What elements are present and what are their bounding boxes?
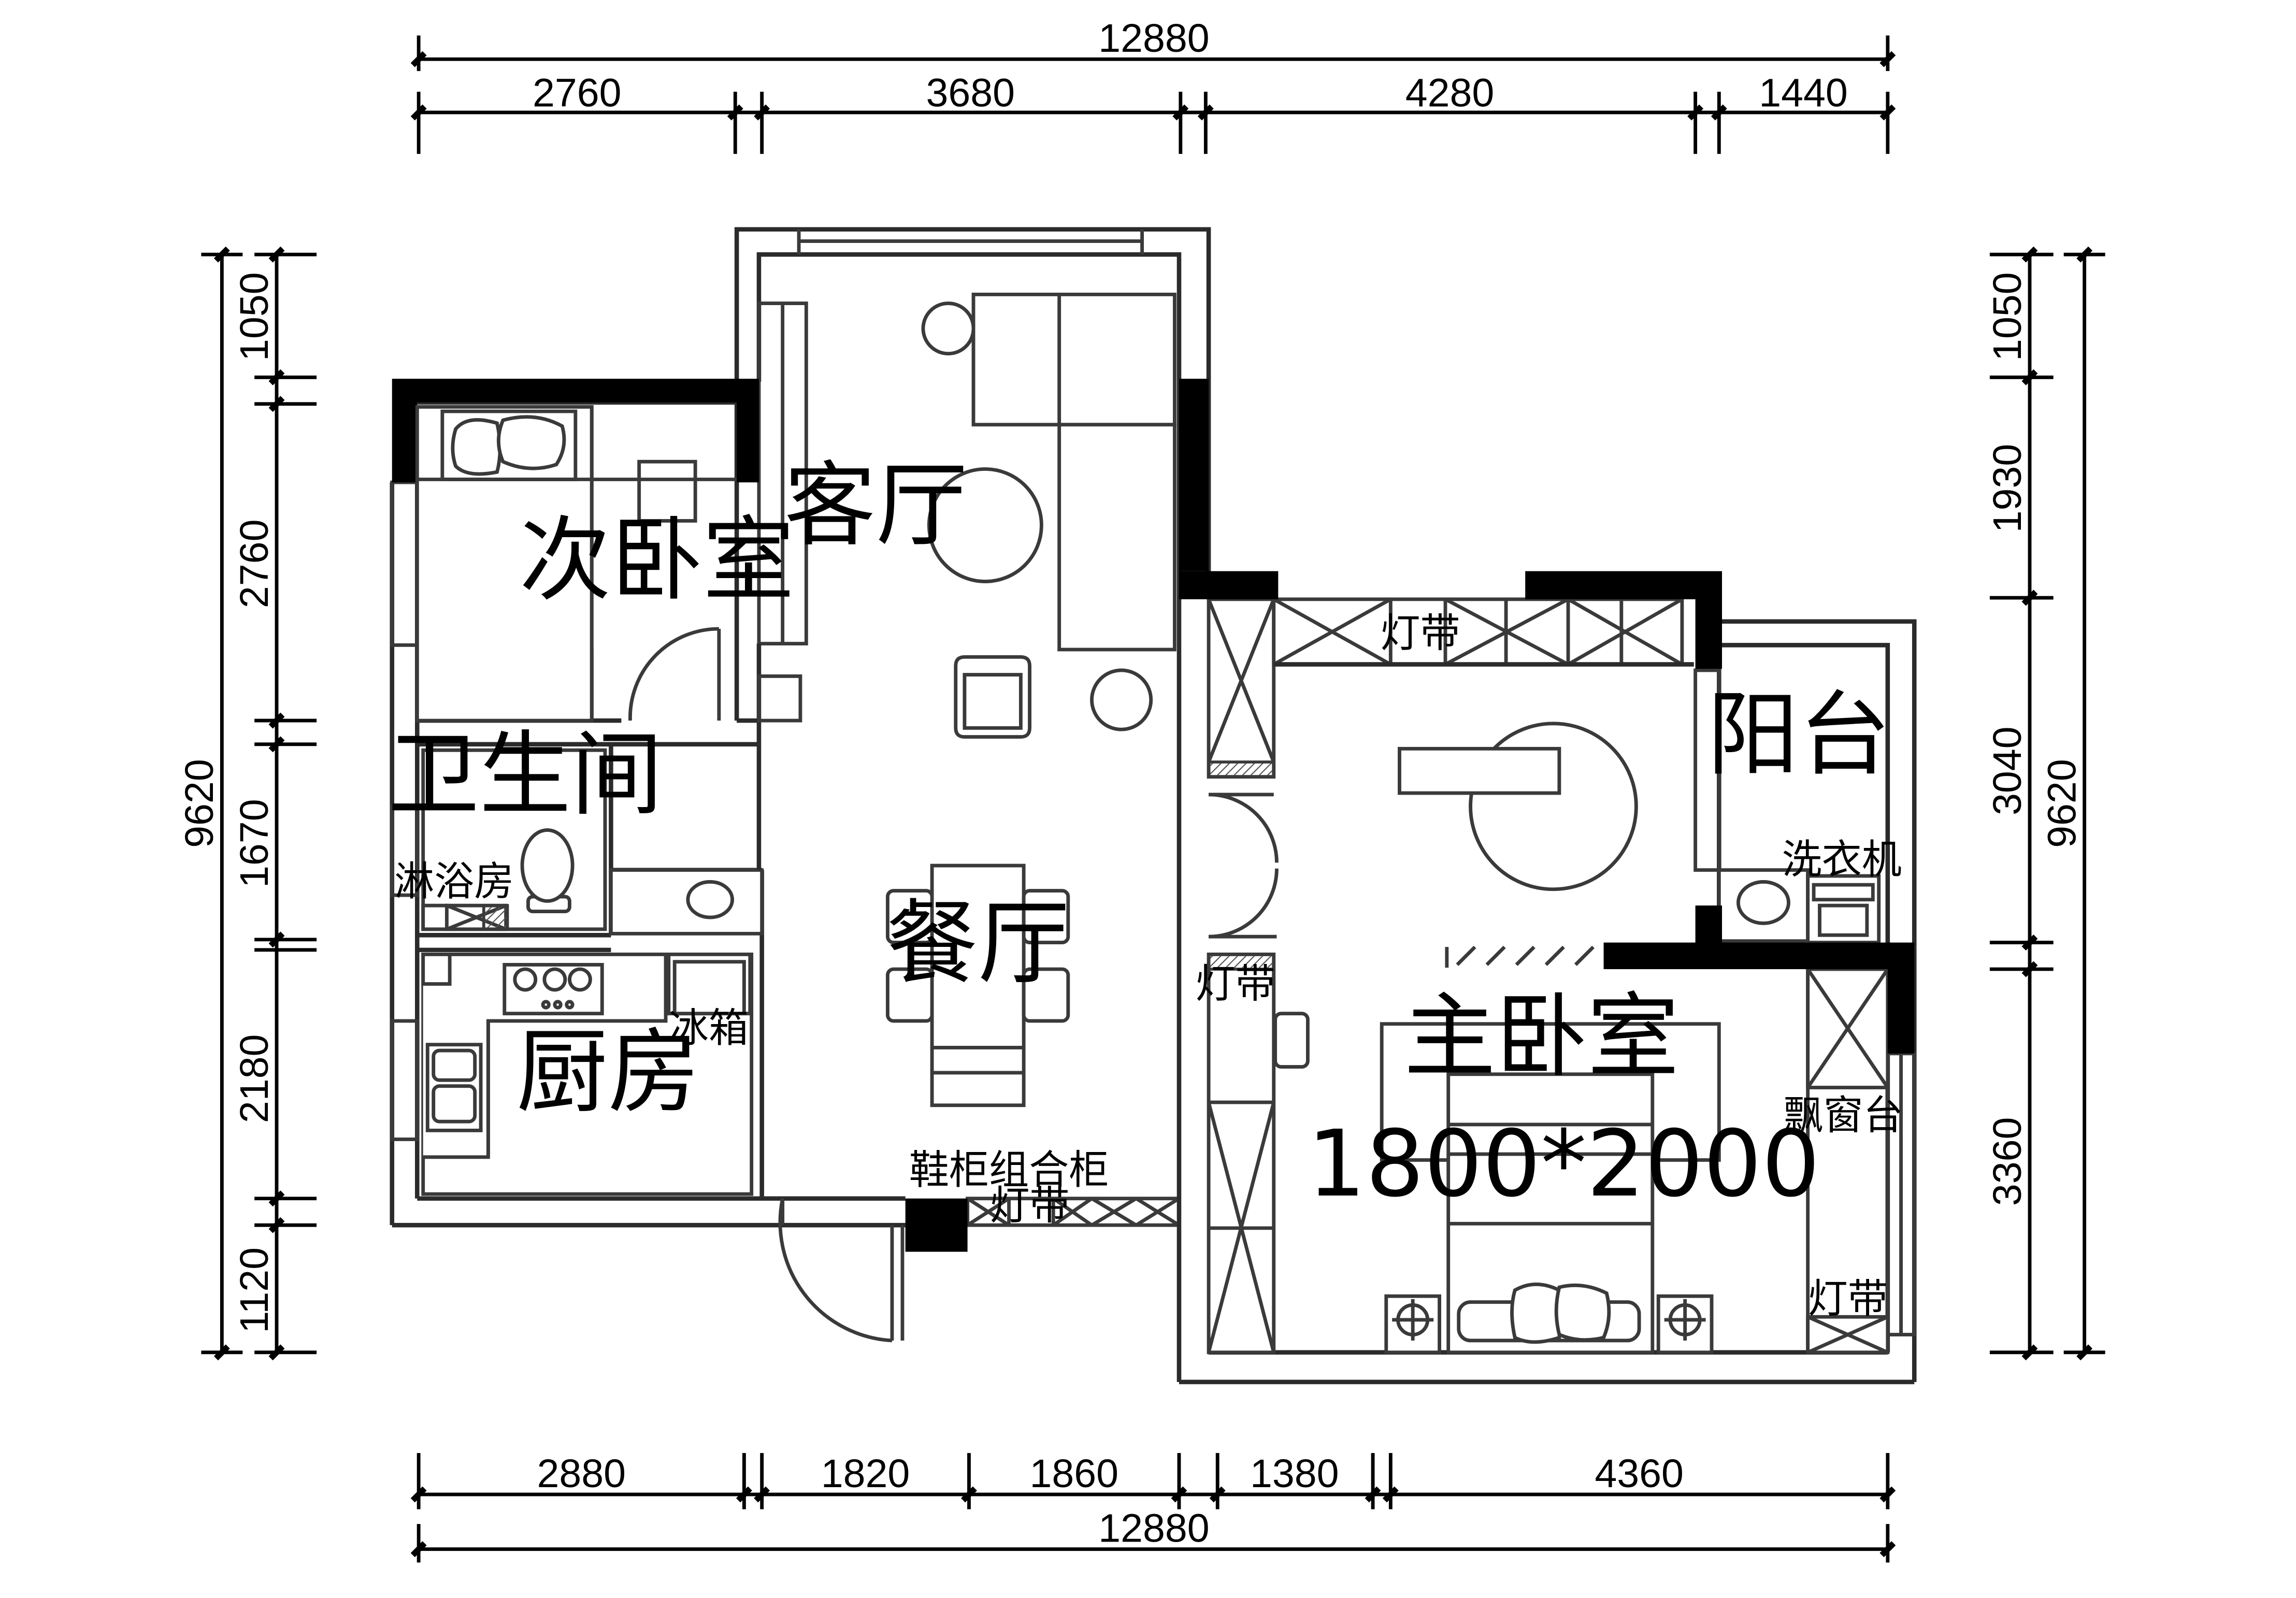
dim-bottom-3: 1860 xyxy=(1029,1451,1118,1496)
dim-bottom-2: 1820 xyxy=(821,1451,910,1496)
dim-top-total: 12880 xyxy=(1098,16,1209,61)
dim-right-4: 3360 xyxy=(1985,1117,2030,1206)
light-strip-label-4: 灯带 xyxy=(1808,1276,1888,1322)
light-strip-label-2: 灯带 xyxy=(1380,610,1460,656)
dim-left-total: 9620 xyxy=(177,759,222,848)
dim-left-1: 1050 xyxy=(232,272,277,362)
room-kitchen-label: 厨房 xyxy=(516,1019,700,1126)
dim-right-3: 3040 xyxy=(1985,726,2030,815)
room-dining-label: 餐厅 xyxy=(886,890,1070,997)
dim-bottom-5: 4360 xyxy=(1595,1451,1684,1496)
dim-bottom-total: 12880 xyxy=(1098,1506,1209,1550)
dim-left-4: 2180 xyxy=(232,1034,277,1124)
dim-top-1: 2760 xyxy=(533,71,622,116)
shower-label: 淋浴房 xyxy=(394,858,514,905)
room-second-bedroom-label: 次卧室 xyxy=(519,507,794,614)
dim-left-3: 1670 xyxy=(232,799,277,888)
bed-size-label: 1800*2000 xyxy=(1308,1111,1820,1217)
fridge-label: 冰箱 xyxy=(669,1005,749,1052)
room-balcony-label: 阳台 xyxy=(1707,682,1890,788)
dim-top-4: 1440 xyxy=(1759,71,1848,116)
dim-top-2: 3680 xyxy=(926,71,1015,116)
dim-bottom-1: 2880 xyxy=(537,1451,626,1496)
labels: 客厅 次卧室 卫生间 淋浴房 厨房 冰箱 餐厅 鞋柜组合柜 灯带 灯带 灯带 灯… xyxy=(388,452,1903,1322)
dimension-top: 12880 2760 3680 4280 1440 xyxy=(410,16,1896,154)
furniture xyxy=(415,293,1721,1355)
room-living-label: 客厅 xyxy=(784,452,968,559)
room-master-bedroom-label: 主卧室 xyxy=(1404,983,1679,1090)
shoe-cabinet-label: 鞋柜组合柜 xyxy=(909,1147,1109,1193)
light-strip-label-3: 灯带 xyxy=(1195,960,1275,1007)
dim-top-3: 4280 xyxy=(1405,71,1495,116)
dim-right-1: 1050 xyxy=(1985,272,2030,362)
dimension-right: 9620 1050 1930 3040 3360 xyxy=(1985,246,2105,1361)
structural-walls xyxy=(392,379,1915,1252)
dimension-left: 9620 1050 2760 1670 2180 1120 xyxy=(177,246,317,1361)
dim-bottom-4: 1380 xyxy=(1250,1451,1339,1496)
dimension-bottom: 2880 1820 1860 1380 4360 12880 xyxy=(410,1451,1896,1563)
dim-right-2: 1930 xyxy=(1985,444,2030,533)
bay-window-label: 飘窗台 xyxy=(1784,1092,1903,1139)
washer-label: 洗衣机 xyxy=(1782,836,1902,883)
dim-left-2: 2760 xyxy=(232,520,277,609)
dim-left-5: 1120 xyxy=(232,1247,277,1333)
room-bathroom-label: 卫生间 xyxy=(388,722,663,828)
dim-right-total: 9620 xyxy=(2040,759,2085,848)
light-strip-label-1: 灯带 xyxy=(989,1183,1069,1229)
